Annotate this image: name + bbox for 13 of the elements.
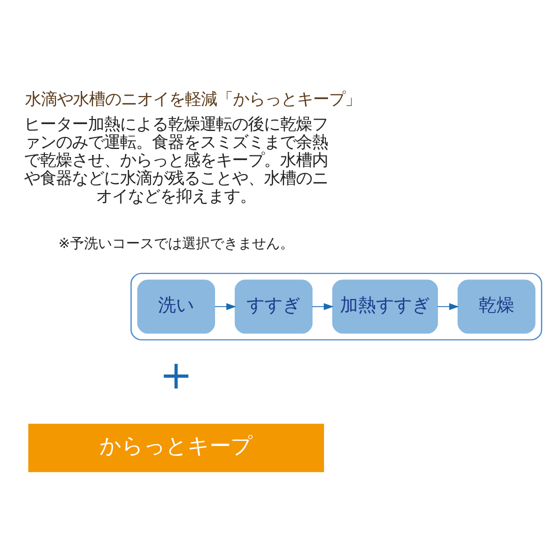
node-box: 洗い bbox=[137, 280, 216, 334]
diagram-title: 水滴や水槽のニオイを軽減「からっとキープ」 bbox=[24, 90, 361, 109]
node-box: からっとキープ bbox=[28, 424, 324, 472]
label: ヒーター加熱による乾燥運転の後に乾燥ファンのみで運転。食器をスミズミまで余熱で乾燥させ、からっと感をキープ。水槽内や食器などに水滴が残ることや、水槽のニオイなどを抑えます。 bbox=[24, 114, 328, 206]
label: + bbox=[160, 353, 193, 398]
node-box: 加熱すすぎ bbox=[332, 280, 438, 334]
node-box: 乾燥 bbox=[458, 280, 536, 334]
arrow bbox=[437, 303, 460, 310]
node-box: すすぎ bbox=[234, 280, 313, 334]
label: ※予洗いコースでは選択できません。 bbox=[58, 236, 294, 252]
arrow bbox=[312, 303, 334, 310]
arrow bbox=[214, 303, 236, 310]
cluster bbox=[130, 272, 542, 340]
